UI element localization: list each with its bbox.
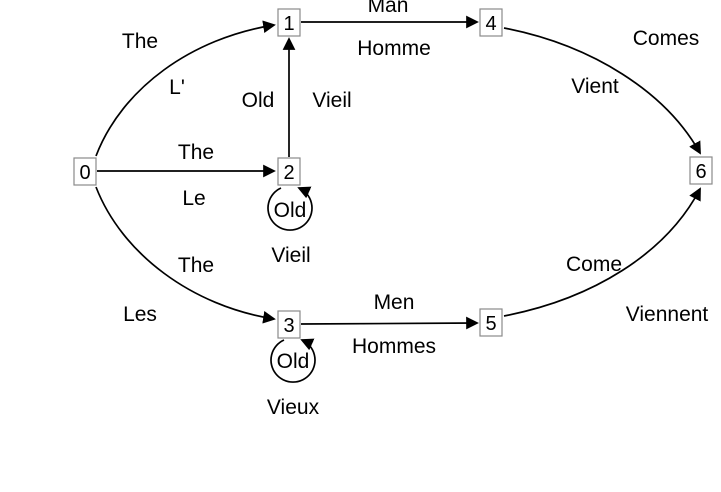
node-4-box [479,8,503,37]
node-3-box [277,310,301,339]
edge-0-2-en-label: The [178,141,214,164]
node-0-label: 0 [79,162,90,184]
self-loop-3-en-label: Old [277,350,310,373]
edge-5-6-fr-label: Viennent [626,303,709,326]
edge-5-6 [503,187,701,317]
edge-0-1 [95,20,276,157]
node-2-label: 2 [283,162,294,184]
self-loop-node-3 [270,338,316,383]
edge-0-1-en-label: The [122,30,158,53]
edge-1-4-en-label: Man [368,0,409,17]
node-5-label: 5 [485,313,496,335]
edge-5-6-en-label: Come [566,253,622,276]
edge-3-5-fr-label: Hommes [352,335,436,358]
edge-0-3-fr-label: Les [123,303,157,326]
self-loop-3-fr-label: Vieux [267,396,320,419]
edge-2-1-fr-label: Vieil [312,89,351,112]
edge-0-3 [95,186,276,324]
node-5-box [479,308,503,337]
edge-0-3-en-label: The [178,254,214,277]
edge-1-4-fr-label: Homme [357,37,431,60]
edge-4-6 [503,27,701,155]
edge-4-6-fr-label: Vient [571,75,619,98]
self-loop-2-fr-label: Vieil [271,244,310,267]
edge-3-5-en-label: Men [374,291,415,314]
self-loop-node-2 [267,186,313,231]
edge-3-5 [300,316,479,330]
node-2-box [277,157,301,186]
node-6-box [689,156,713,185]
edge-0-2-fr-label: Le [182,187,205,210]
node-4-label: 4 [485,13,496,35]
node-3-label: 3 [283,315,294,337]
edge-4-6-en-label: Comes [633,27,700,50]
edge-0-1-fr-label: L' [169,76,185,99]
edge-2-1-en-label: Old [242,89,275,112]
node-1-box [277,8,301,37]
node-0-box [73,157,97,186]
node-1-label: 1 [283,13,294,35]
node-6-label: 6 [695,161,706,183]
self-loop-2-en-label: Old [274,199,307,222]
